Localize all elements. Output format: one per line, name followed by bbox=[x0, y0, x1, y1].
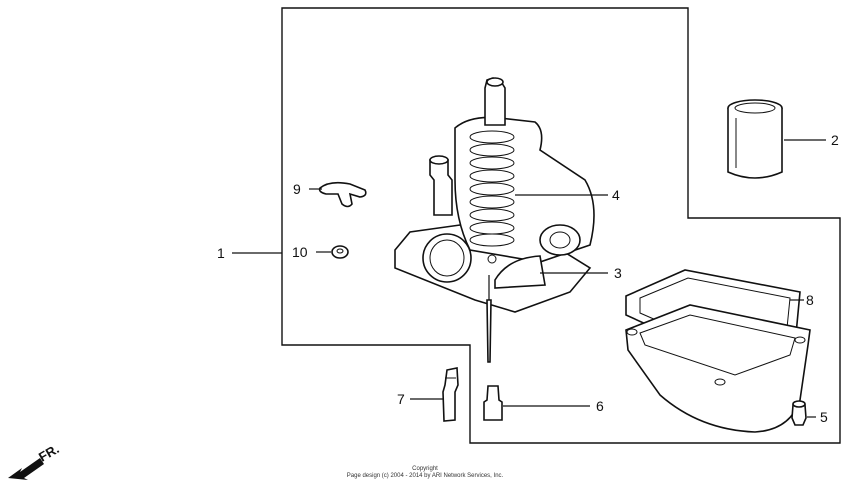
callout-3: 3 bbox=[614, 265, 622, 281]
part-9-clip[interactable] bbox=[318, 181, 367, 208]
callout-2: 2 bbox=[831, 132, 839, 148]
copyright-line-1: Copyright bbox=[412, 466, 438, 472]
callout-4: 4 bbox=[612, 187, 620, 203]
part-5-drain-screw[interactable] bbox=[791, 400, 807, 426]
callout-7: 7 bbox=[397, 391, 405, 407]
copyright-line-2: Page design (c) 2004 - 2014 by ARI Netwo… bbox=[346, 473, 504, 479]
part-6-main-jet[interactable] bbox=[483, 385, 503, 421]
callout-5: 5 bbox=[820, 409, 828, 425]
callout-10: 10 bbox=[292, 244, 308, 260]
callout-1: 1 bbox=[217, 245, 225, 261]
jet-needle[interactable] bbox=[486, 275, 492, 363]
callout-8: 8 bbox=[806, 292, 814, 308]
part-7-pilot-jet[interactable] bbox=[442, 367, 459, 422]
callout-9: 9 bbox=[293, 181, 301, 197]
assembly-frame bbox=[281, 7, 841, 444]
part-10-washer[interactable] bbox=[331, 245, 349, 259]
part-3-slide[interactable] bbox=[494, 255, 546, 289]
part-4-spring[interactable] bbox=[469, 130, 515, 247]
part-2-sleeve[interactable] bbox=[727, 99, 783, 179]
callout-6: 6 bbox=[596, 398, 604, 414]
float-bowl[interactable] bbox=[625, 304, 811, 433]
carburetor-body[interactable] bbox=[394, 77, 595, 313]
